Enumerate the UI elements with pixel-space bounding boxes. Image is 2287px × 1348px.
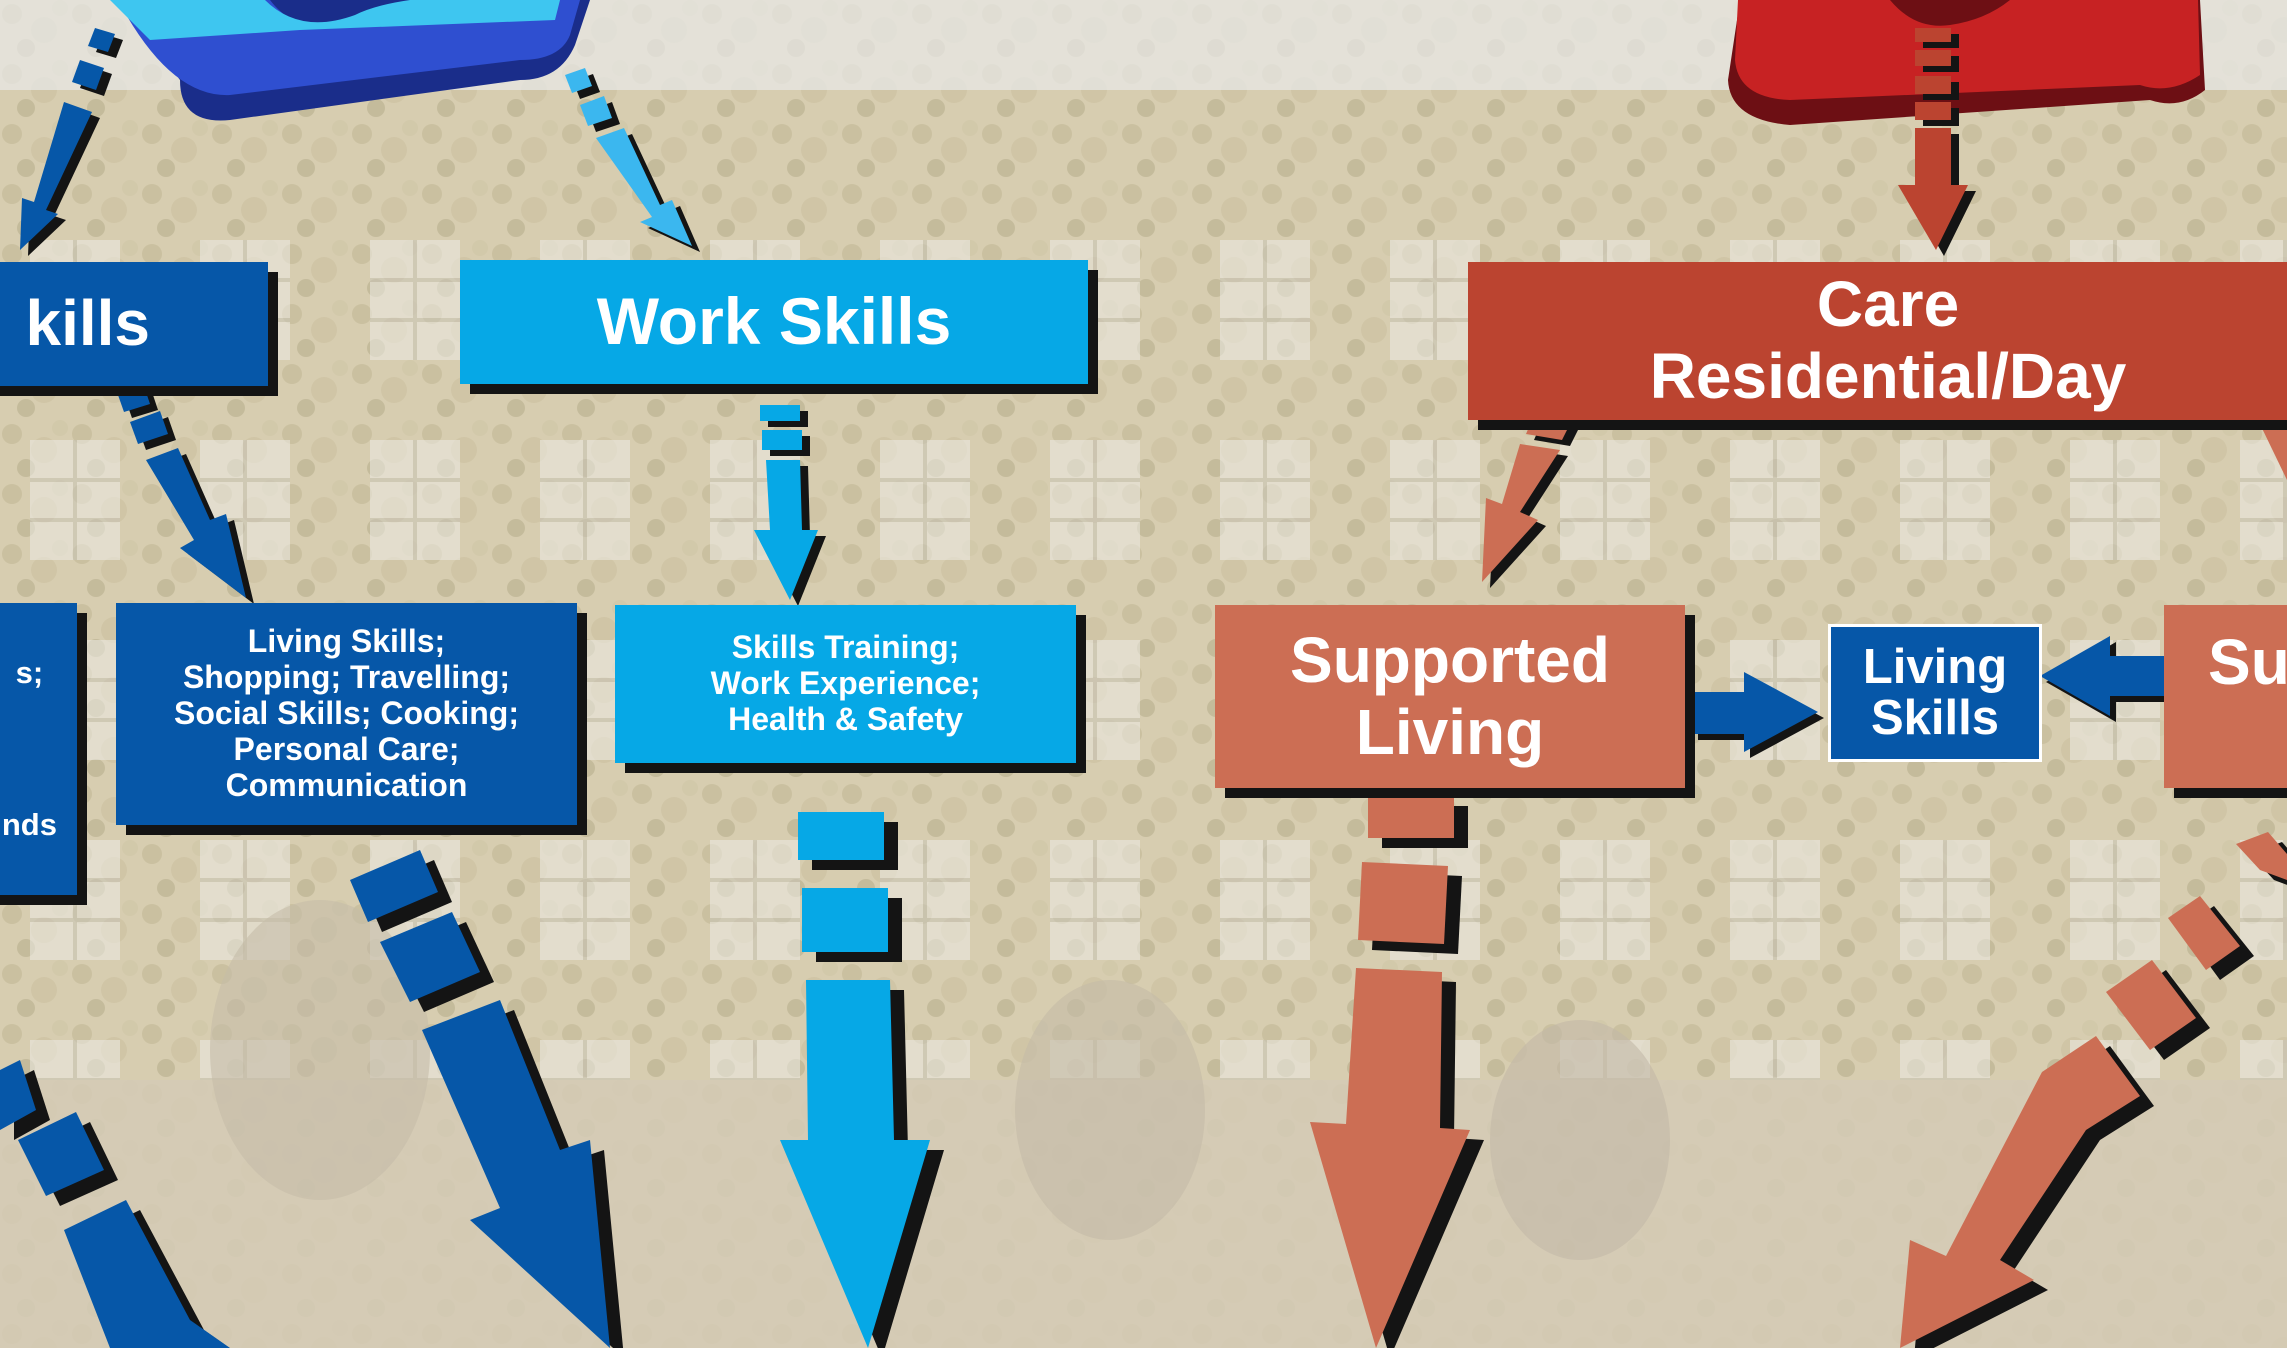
blue-puzzle-piece	[110, 0, 590, 121]
care-label: Care Residential/Day	[1649, 268, 2127, 412]
skills-box-partial: kills	[0, 262, 268, 386]
arrow-puzzle-to-work-skills	[565, 68, 700, 252]
living-skills-list-label: Living Skills; Shopping; Travelling; Soc…	[174, 623, 519, 803]
arrow-care-to-right	[2258, 410, 2287, 480]
skills-box-label: kills	[25, 287, 150, 360]
living-skills-box: Living Skills	[1828, 624, 2042, 762]
right-box-label: Su	[2208, 626, 2287, 698]
work-skills-label: Work Skills	[596, 284, 952, 359]
arrow-skills-to-living	[118, 386, 254, 604]
supported-living-box: Supported Living	[1215, 605, 1685, 788]
arrow-puzzle-to-skills	[20, 28, 123, 256]
big-arrow-right-down	[1900, 832, 2287, 1348]
left-list-label: s; nds	[1, 655, 57, 842]
work-skills-box: Work Skills	[460, 260, 1088, 384]
work-training-box: Skills Training; Work Experience; Health…	[615, 605, 1076, 763]
living-skills-label: Living Skills	[1862, 639, 2008, 745]
living-skills-list-box: Living Skills; Shopping; Travelling; Soc…	[116, 603, 577, 825]
arrow-right-to-living	[2040, 636, 2172, 722]
big-arrow-left-down	[0, 1060, 230, 1348]
right-box-partial: Su	[2164, 605, 2287, 788]
arrow-supported-to-living	[1692, 672, 1824, 758]
left-list-box-partial: s; nds	[0, 603, 77, 895]
big-arrow-supported-down	[1310, 796, 1484, 1348]
big-arrow-living-skills-down	[350, 850, 624, 1348]
arrow-puzzle-to-care	[1898, 28, 1976, 256]
arrow-work-to-training	[754, 405, 826, 606]
work-training-label: Skills Training; Work Experience; Health…	[710, 629, 981, 737]
care-residential-day-box: Care Residential/Day	[1468, 262, 2287, 420]
arrow-care-to-supported	[1482, 420, 1580, 588]
big-arrow-work-down	[780, 812, 944, 1348]
supported-living-label: Supported Living	[1290, 623, 1610, 768]
red-puzzle-piece	[1728, 0, 2205, 125]
